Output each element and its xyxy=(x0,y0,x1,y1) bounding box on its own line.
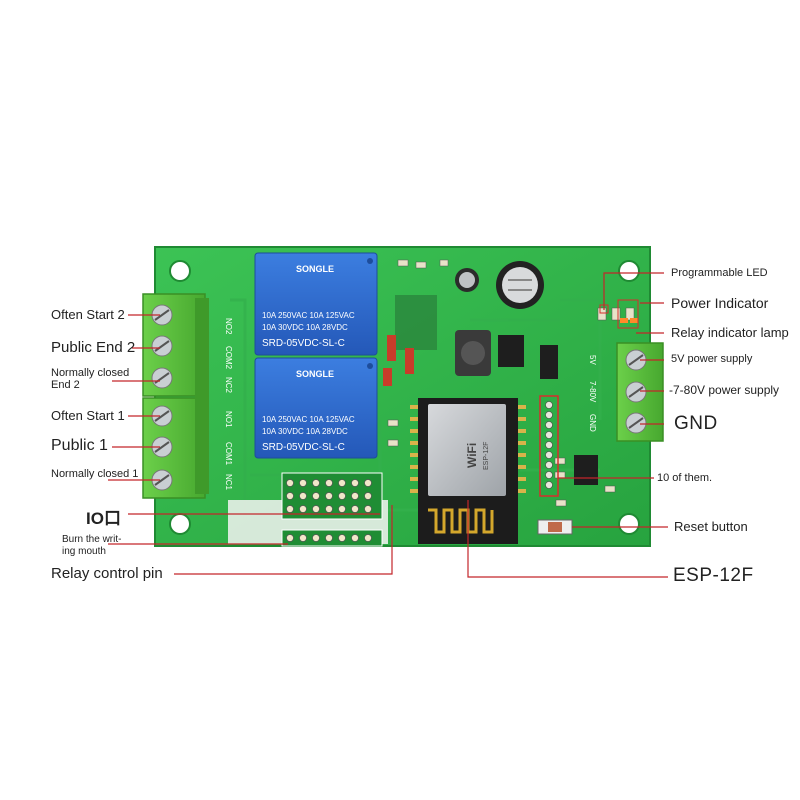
terminal-label-com1: COM1 xyxy=(224,442,233,466)
mount-hole-br xyxy=(618,513,640,535)
label-reset-button: Reset button xyxy=(674,519,748,534)
label-gnd: GND xyxy=(674,413,718,434)
terminal-label-7-80v: 7-80V xyxy=(588,381,597,403)
label-normally-closed-1: Normally closed 1 xyxy=(51,468,139,480)
leader-lines xyxy=(108,272,668,578)
terminal-label-nc1: NC1 xyxy=(224,474,233,491)
label-normally-closed-end-2: Normally closed End 2 xyxy=(51,367,130,391)
relay-2-rating-1: 10A 250VAC 10A 125VAC xyxy=(262,311,355,320)
reset-button-component xyxy=(537,519,573,535)
terminal-label-no2: NO2 xyxy=(224,318,233,335)
relay-2-brand: SONGLE xyxy=(296,264,334,274)
terminal-screws-left xyxy=(151,304,173,491)
label-public-end-2: Public End 2 xyxy=(51,339,136,356)
relay-1: SONGLE 10A 250VAC 10A 125VAC 10A 30VDC 1… xyxy=(254,357,378,459)
small-capacitor xyxy=(455,268,479,292)
relay-2-rating-2: 10A 30VDC 10A 28VDC xyxy=(262,323,348,332)
esp-model-text: ESP-12F xyxy=(483,442,490,470)
terminal-label-gnd: GND xyxy=(588,414,597,432)
esp12f-module: WiFi ESP-12F xyxy=(410,398,526,544)
label-often-start-1: Often Start 1 xyxy=(51,408,125,423)
relay-2-model: SRD-05VDC-SL-C xyxy=(262,338,345,349)
pcb-antenna xyxy=(428,508,494,534)
io-led-column xyxy=(539,395,559,497)
terminal-block-left: NO2 COM2 NC2 NO1 COM1 NC1 xyxy=(142,293,233,499)
mount-hole-tr xyxy=(618,260,640,282)
label-relay-indicator-lamp: Relay indicator lamp xyxy=(671,325,789,340)
label-programmable-led: Programmable LED xyxy=(671,267,768,279)
terminal-label-nc2: NC2 xyxy=(224,377,233,394)
label-power-indicator: Power Indicator xyxy=(671,295,769,311)
io-header xyxy=(281,472,383,520)
mount-hole-tl xyxy=(169,260,191,282)
relay-1-brand: SONGLE xyxy=(296,369,334,379)
label-ten-of-them: 10 of them. xyxy=(657,472,713,484)
label-often-start-2: Often Start 2 xyxy=(51,307,125,322)
relay-1-model: SRD-05VDC-SL-C xyxy=(262,442,345,453)
terminal-label-no1: NO1 xyxy=(224,411,233,428)
terminal-label-com2: COM2 xyxy=(224,346,233,370)
label-public-1: Public 1 xyxy=(51,437,108,454)
esp-badge: WiFi xyxy=(465,443,479,468)
label-5v-supply: 5V power supply xyxy=(671,353,753,365)
relay-1-rating-2: 10A 30VDC 10A 28VDC xyxy=(262,427,348,436)
label-7-80v-supply: -7-80V power supply xyxy=(669,383,780,397)
pcb-board xyxy=(154,246,651,547)
terminal-block-right: 5V 7-80V GND xyxy=(588,342,664,442)
label-io-port: IO口 xyxy=(86,509,121,528)
relay-1-rating-1: 10A 250VAC 10A 125VAC xyxy=(262,415,355,424)
inductor xyxy=(455,330,491,376)
relay-2: SONGLE 10A 250VAC 10A 125VAC 10A 30VDC 1… xyxy=(254,252,378,356)
electrolytic-capacitor xyxy=(496,261,544,309)
label-esp12f: ESP-12F xyxy=(673,565,754,586)
mount-hole-bl xyxy=(169,513,191,535)
terminal-label-5v: 5V xyxy=(588,355,597,365)
burn-header xyxy=(281,529,383,547)
ic-chips xyxy=(395,295,598,485)
indicator-diodes xyxy=(383,335,414,386)
label-relay-control-pin: Relay control pin xyxy=(51,565,163,582)
label-burn-mouth: Burn the writ-ing mouth xyxy=(62,534,122,557)
